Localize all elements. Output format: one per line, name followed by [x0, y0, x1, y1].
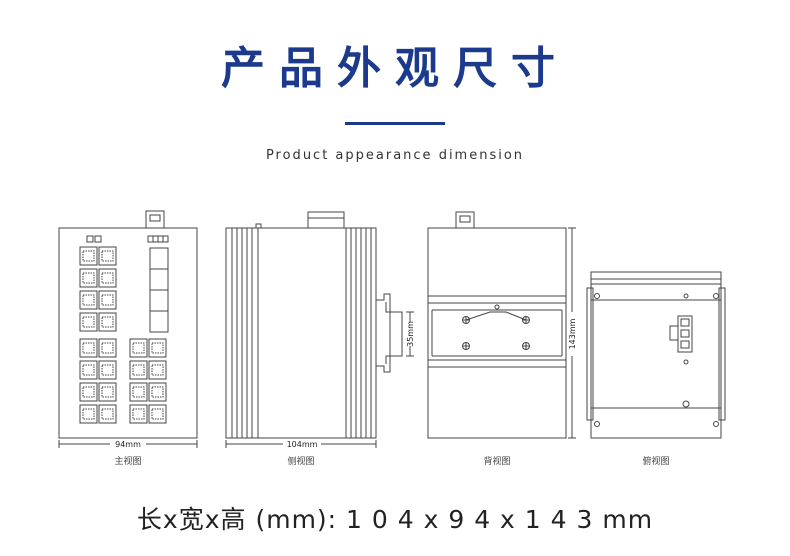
- front-view: [58, 210, 198, 448]
- rj45-port-contacts: [82, 250, 95, 262]
- rj45-port-contacts: [132, 386, 145, 398]
- rj45-port-contacts: [82, 386, 95, 398]
- rj45-port-contacts: [82, 342, 95, 354]
- side-view-caption: 侧视图: [287, 457, 315, 467]
- top-view-caption: 俯视图: [642, 457, 670, 467]
- side-view: [225, 211, 414, 448]
- rj45-port-contacts: [101, 250, 114, 262]
- rj45-port-contacts: [82, 272, 95, 284]
- rj45-port-contacts: [101, 316, 114, 328]
- rj45-port-contacts: [151, 342, 164, 354]
- rail-height-label: 35mm: [406, 321, 415, 347]
- rj45-port-contacts: [101, 364, 114, 376]
- rj45-port-contacts: [132, 342, 145, 354]
- title-divider: [345, 122, 445, 125]
- rj45-port-contacts: [101, 408, 114, 420]
- side-width-label: 104mm: [287, 440, 318, 449]
- rj45-port-contacts: [82, 294, 95, 306]
- rj45-port-contacts: [132, 408, 145, 420]
- back-view-caption: 背视图: [483, 457, 511, 467]
- rj45-port-contacts: [82, 408, 95, 420]
- rj45-port-contacts: [132, 364, 145, 376]
- total-height-label: 143mm: [568, 318, 577, 349]
- rj45-port-contacts: [151, 408, 164, 420]
- front-width-label: 94mm: [115, 440, 141, 449]
- rj45-port-contacts: [82, 364, 95, 376]
- front-view-caption: 主视图: [114, 457, 142, 467]
- rj45-port-contacts: [101, 386, 114, 398]
- dimensions-summary: 长x宽x高 (mm): 1 0 4 x 9 4 x 1 4 3 mm: [136, 505, 654, 534]
- rj45-port-contacts: [101, 272, 114, 284]
- rj45-port-grid: [79, 246, 167, 424]
- rj45-port-contacts: [151, 386, 164, 398]
- rj45-port-contacts: [151, 364, 164, 376]
- page-title: 产品外观尺寸: [221, 43, 569, 94]
- rj45-port-contacts: [82, 316, 95, 328]
- top-view: [586, 271, 726, 439]
- page-subtitle: Product appearance dimension: [265, 148, 525, 163]
- rj45-port-contacts: [101, 342, 114, 354]
- back-view: [427, 211, 576, 439]
- rj45-port-contacts: [101, 294, 114, 306]
